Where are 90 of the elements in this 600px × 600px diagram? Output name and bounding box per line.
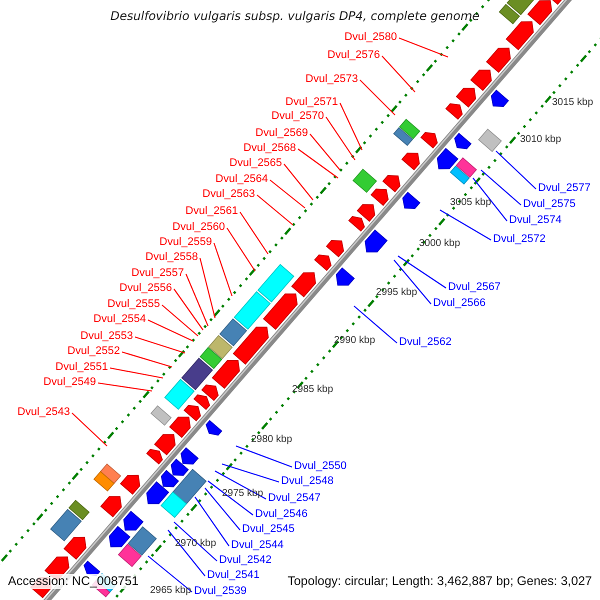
gene-label: Dvul_2557 (131, 267, 184, 280)
leader-line (326, 116, 356, 160)
gene-label: Dvul_2545 (242, 523, 295, 536)
gene-label: Dvul_2560 (172, 221, 225, 234)
leader-line (98, 382, 152, 392)
leader-line (236, 445, 292, 468)
gene-label: Dvul_2571 (285, 96, 338, 109)
leader-line (480, 170, 522, 206)
gene-label: Dvul_2565 (229, 157, 282, 170)
gene-label: Dvul_2553 (80, 330, 133, 343)
leader-line (186, 274, 208, 326)
scale-label: 3010 kbp (520, 134, 562, 146)
genome-stats-text: Topology: circular; Length: 3,462,887 bp; Genes: 3,027 (288, 574, 592, 589)
gene-label: Dvul_2564 (215, 173, 268, 186)
leader-line (162, 304, 198, 336)
leader-line (194, 496, 230, 546)
leader-line (382, 56, 416, 92)
scale-label: 3005 kbp (450, 197, 492, 209)
leader-line (270, 180, 306, 208)
leader-line (496, 150, 536, 190)
scale-label: 2965 kbp (150, 585, 192, 597)
gene-label: Dvul_2563 (202, 188, 255, 201)
leader-line (310, 134, 340, 170)
diagram-title: Desulfovibrio vulgaris subsp. vulgaris DP4, complete genome (109, 9, 481, 23)
gene-label: Dvul_2554 (93, 313, 146, 326)
gene-label: Dvul_2573 (305, 73, 358, 86)
gene-label: Dvul_2580 (344, 31, 397, 44)
leader-line (256, 194, 294, 226)
leader-line (148, 320, 194, 342)
gene-label: Dvul_2544 (231, 539, 284, 552)
leader-line (168, 530, 206, 576)
gene-label: Dvul_2541 (207, 569, 260, 582)
scale-label: 2995 kbp (376, 287, 418, 299)
gene-label: Dvul_2550 (294, 460, 347, 473)
gene-label: Dvul_2566 (433, 297, 486, 310)
accession-text: Accession: NC_008751 (8, 574, 139, 589)
leader-line (222, 463, 280, 483)
leader-line (213, 242, 233, 296)
leader-line (122, 351, 172, 368)
leader-line (240, 212, 268, 254)
gene-label: Dvul_2574 (509, 214, 562, 227)
leader-line (226, 228, 256, 272)
gene-label: Dvul_2577 (538, 182, 591, 195)
leader-line (360, 80, 396, 116)
gene-label: Dvul_2569 (255, 127, 308, 140)
gene-label: Dvul_2568 (243, 142, 296, 155)
gene-label: Dvul_2576 (327, 49, 380, 62)
scale-label: 2985 kbp (292, 384, 334, 396)
leader-line (472, 178, 508, 222)
gene-label: Dvul_2572 (493, 233, 546, 246)
leader-line (174, 288, 204, 330)
leader-line (394, 260, 432, 304)
gene-label: Dvul_2547 (268, 492, 321, 505)
leader-line (148, 556, 192, 592)
leader-line (284, 164, 314, 200)
gene-label: Dvul_2546 (255, 508, 308, 521)
leader-line (204, 488, 240, 530)
leader-line (174, 522, 218, 562)
gene-label: Dvul_2561 (185, 205, 238, 218)
leader-line (398, 37, 448, 58)
gene-label: Dvul_2539 (194, 585, 247, 598)
leader-line (354, 306, 398, 344)
gene-label: Dvul_2559 (159, 236, 212, 249)
gene-label: Dvul_2575 (523, 198, 576, 211)
gene-label: Dvul_2558 (145, 251, 198, 264)
gene-label: Dvul_2556 (119, 282, 172, 295)
leader-line (440, 210, 492, 240)
gene-label: Dvul_2552 (67, 345, 120, 358)
gene-label: Dvul_2562 (399, 336, 452, 349)
gene-label: Dvul_2551 (55, 361, 108, 374)
leader-line (110, 367, 164, 379)
scale-label: 2990 kbp (334, 335, 376, 347)
gene-label: Dvul_2567 (448, 281, 501, 294)
scale-label: 2980 kbp (251, 434, 292, 446)
leader-line (340, 102, 362, 150)
leader-line (398, 256, 446, 288)
gene-label: Dvul_2570 (271, 110, 324, 123)
leader-line (72, 412, 108, 446)
scale-label: 3015 kbp (552, 97, 594, 109)
gene-label: Dvul_2542 (219, 554, 272, 567)
leader-line (298, 148, 338, 178)
gene-label: Dvul_2548 (281, 475, 334, 488)
scale-label: 3000 kbp (419, 238, 460, 250)
gene-label: Dvul_2543 (17, 406, 70, 419)
leader-line (214, 470, 266, 500)
gene-label: Dvul_2555 (107, 298, 160, 311)
leader-line (199, 258, 216, 318)
gene-label: Dvul_2549 (43, 376, 96, 389)
leader-line (208, 480, 254, 516)
leader-line (134, 336, 186, 354)
